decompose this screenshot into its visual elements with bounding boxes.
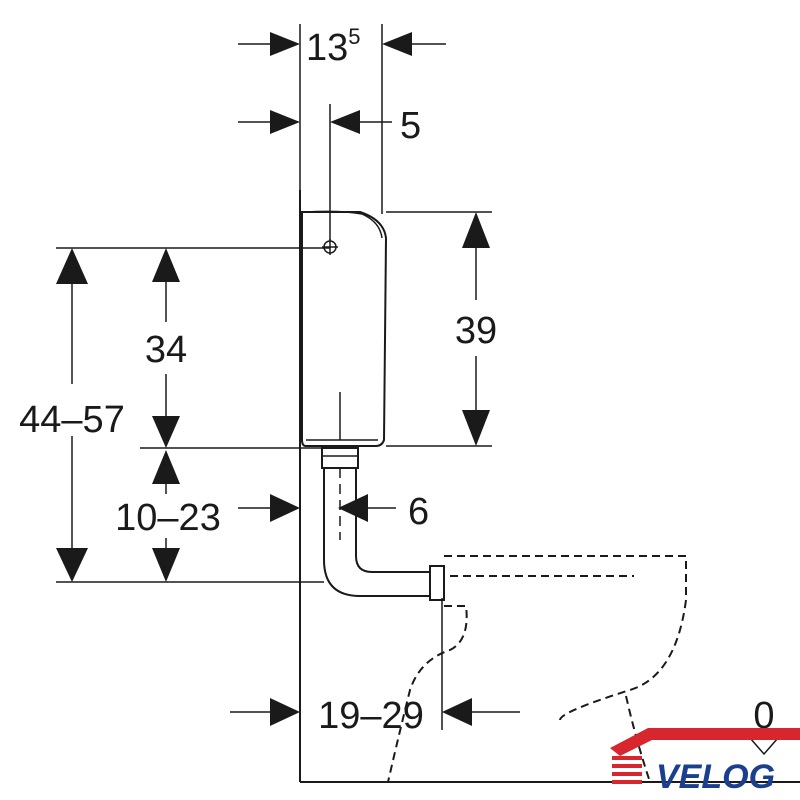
top-width-label: 135: [306, 24, 361, 69]
inlet-height-label: 34: [145, 329, 187, 371]
velog-logo: VELOG: [610, 728, 800, 796]
dimension-wall-distance: 19–29: [230, 598, 520, 737]
total-height-label: 44–57: [19, 399, 125, 441]
dimension-inlet-height: 34: [145, 248, 187, 448]
floor-level-marker: 0: [738, 695, 790, 756]
flush-pipe: [321, 447, 445, 601]
wall-distance-label: 19–29: [318, 695, 424, 737]
dimension-pipe-offset: 5: [238, 104, 421, 240]
cistern-body: [301, 210, 388, 447]
dimension-bottom-clearance: 10–23: [115, 450, 221, 582]
cistern-height-label: 39: [455, 310, 497, 352]
pipe-offset-label: 5: [400, 105, 421, 147]
dimension-top-width: 135: [238, 24, 446, 214]
logo-stripes-icon: [612, 756, 642, 784]
dimension-pipe-diameter: 6: [238, 491, 429, 533]
toilet-bowl-outline: [387, 555, 687, 783]
pipe-diameter-label: 6: [408, 491, 429, 533]
bottom-clearance-label: 10–23: [115, 497, 221, 539]
dimension-total-height: 44–57: [19, 248, 125, 582]
logo-roof-icon: [610, 728, 800, 756]
wall-and-floor: [299, 190, 800, 783]
logo-text: VELOG: [656, 758, 775, 796]
dimension-cistern-height: 39: [386, 211, 497, 447]
floor-level-label: 0: [753, 695, 774, 737]
inlet-valve-icon: [322, 239, 338, 255]
